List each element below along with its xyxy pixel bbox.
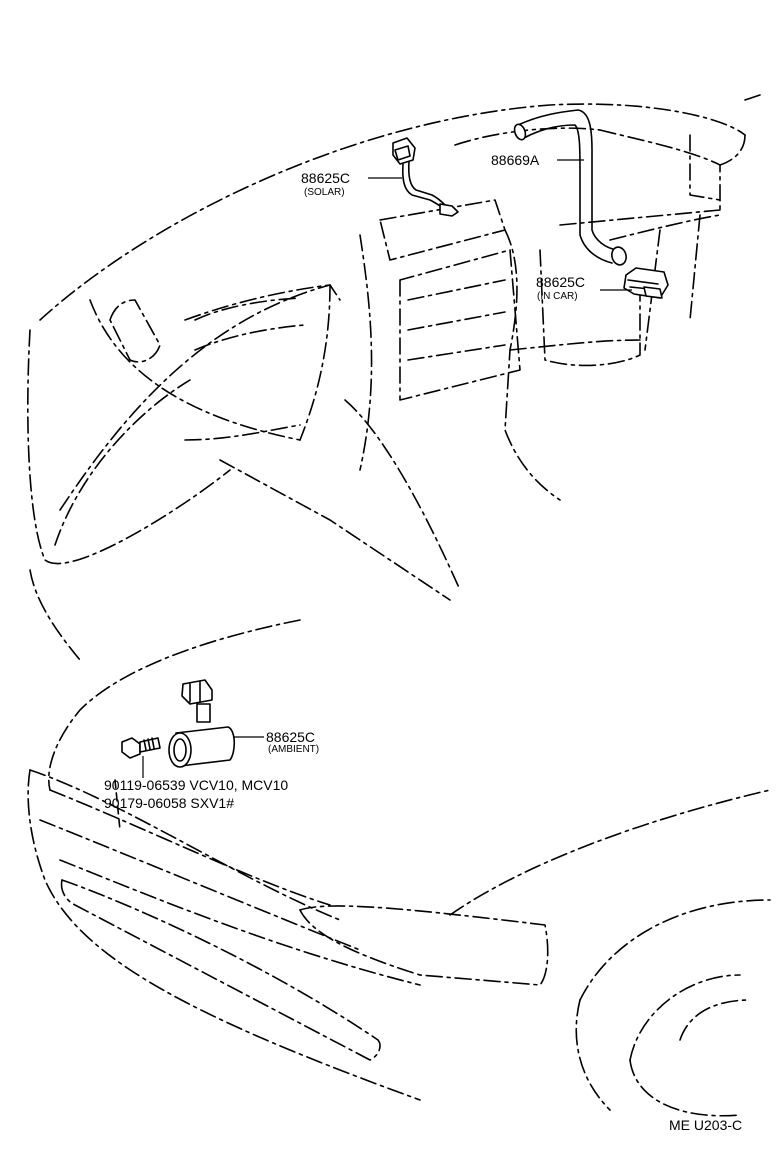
incar-part-number: 88625C xyxy=(536,274,585,290)
bolt-part-number-2: 90179-06058 SXV1# xyxy=(104,795,234,811)
solar-label: (SOLAR) xyxy=(304,187,345,198)
bolt-part-number-1: 90119-06539 VCV10, MCV10 xyxy=(104,777,288,793)
ambient-part-number: 88625C xyxy=(266,729,315,745)
aspirator-hose xyxy=(513,109,627,266)
diagram-code: ME U203-C xyxy=(669,1117,742,1133)
incar-sensor xyxy=(623,267,669,299)
solar-sensor xyxy=(392,137,459,217)
solar-part-number: 88625C xyxy=(301,170,350,186)
ambient-label: (AMBIENT) xyxy=(268,744,319,755)
ambient-sensor xyxy=(168,679,236,768)
incar-label: (IN CAR) xyxy=(537,291,578,302)
front-body-outline xyxy=(27,619,771,1117)
aspirator-hose-part-number: 88669A xyxy=(491,152,540,168)
leader-lines xyxy=(142,159,632,778)
dashboard-outline xyxy=(27,94,761,661)
bolt xyxy=(121,737,161,759)
